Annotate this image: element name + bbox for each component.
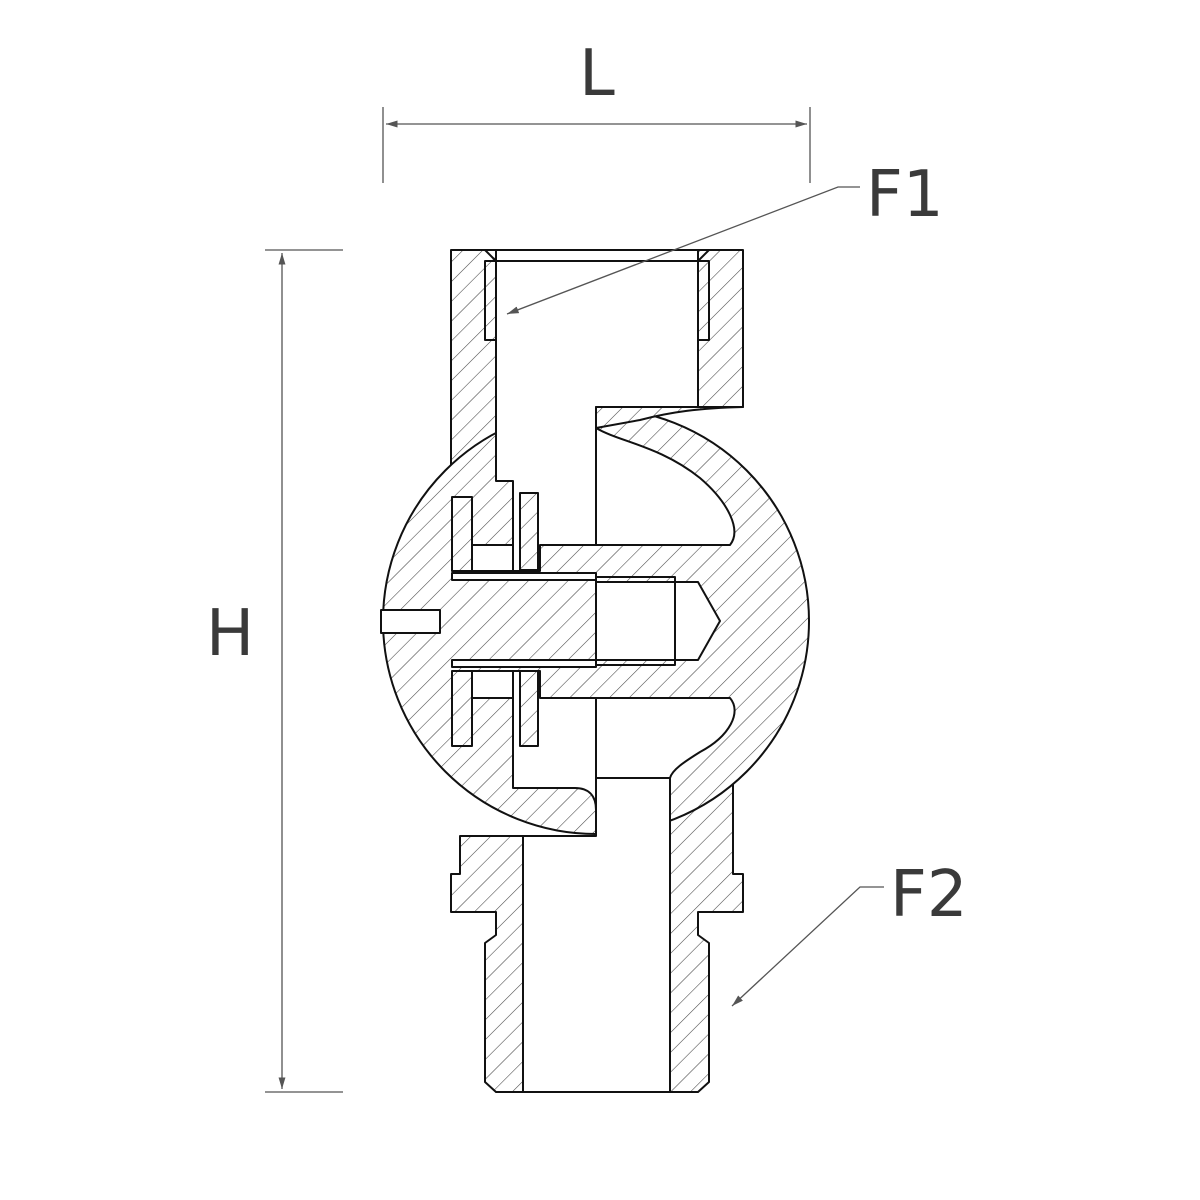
seal-gap-upper: [471, 544, 514, 572]
f2-label: F2: [890, 858, 968, 932]
f1-leader: [506, 186, 860, 315]
bottom-right-wall: [669, 777, 744, 1093]
f1-label: F1: [866, 158, 944, 232]
seal-upper-left: [451, 496, 473, 572]
f2-leader: [731, 886, 884, 1007]
seal-gap-lower: [471, 670, 514, 699]
top-bore: [495, 249, 699, 572]
lower-cavity: [512, 670, 736, 1093]
stem-gap-lower: [451, 659, 597, 668]
upper-crescent-cavity: [595, 427, 736, 546]
seal-upper-right: [519, 492, 539, 571]
bottom-left-wall: [450, 835, 524, 1093]
thread-chamfer: [484, 249, 710, 262]
ball-top-edge: [595, 406, 744, 429]
dim-l-label: L: [579, 37, 615, 111]
stem-bore: [595, 581, 721, 661]
dim-h-label: H: [206, 597, 254, 671]
thread-relief-right: [697, 260, 710, 341]
seal-lower-right: [519, 670, 539, 747]
stem-slot: [380, 609, 441, 634]
stem-gap-upper: [451, 572, 597, 581]
thread-relief-left: [484, 260, 497, 341]
seal-lower-left: [451, 670, 473, 747]
